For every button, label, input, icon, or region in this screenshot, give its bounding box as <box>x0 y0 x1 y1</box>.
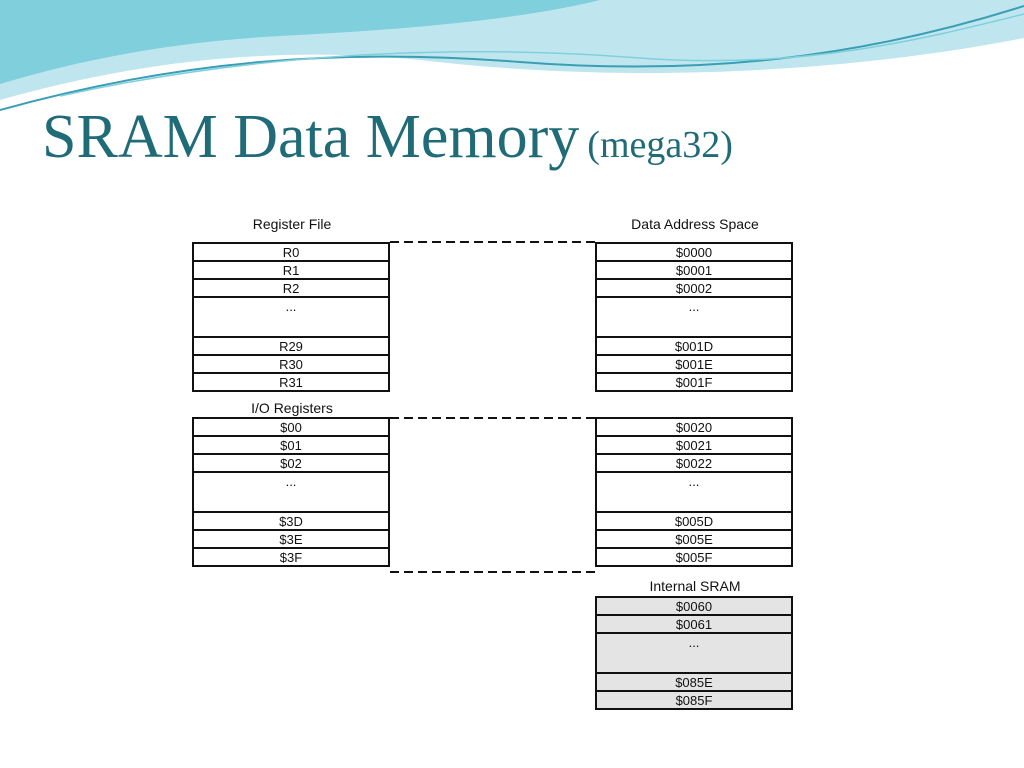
data-address-cell: $005D <box>595 511 793 531</box>
io-register-cell: ... <box>192 471 390 513</box>
title-text: SRAM Data Memory <box>42 103 580 171</box>
io-register-cell: $00 <box>192 417 390 437</box>
io-register-cell: $3D <box>192 511 390 531</box>
slide-title: SRAM Data Memory(mega32) <box>42 100 733 182</box>
data-address-cell: $001F <box>595 372 793 392</box>
data-address-cell: $0000 <box>595 242 793 262</box>
wave-mid-band <box>0 0 600 84</box>
data-address-cell: $001D <box>595 336 793 356</box>
wave-dark-line <box>0 5 1024 111</box>
register-file-cell: R1 <box>192 260 390 280</box>
data-address-cell: $0020 <box>595 417 793 437</box>
data-address-cell: $0021 <box>595 435 793 455</box>
register-file-cell: R31 <box>192 372 390 392</box>
data-space-header: Data Address Space <box>631 216 759 232</box>
dashed-connectors <box>390 241 595 573</box>
data-address-cell: ... <box>595 296 793 338</box>
internal-sram-cell: ... <box>595 632 793 674</box>
data-address-cell: $005E <box>595 529 793 549</box>
register-file-cell: R30 <box>192 354 390 374</box>
data-address-cell: $0022 <box>595 453 793 473</box>
register-file-cell: R2 <box>192 278 390 298</box>
register-file-cell: R0 <box>192 242 390 262</box>
io-register-cell: $01 <box>192 435 390 455</box>
io-registers-header: I/O Registers <box>251 400 333 416</box>
io-register-cell: $02 <box>192 453 390 473</box>
internal-sram-cell: $085E <box>595 672 793 692</box>
io-register-cell: $3E <box>192 529 390 549</box>
data-address-cell: $0002 <box>595 278 793 298</box>
internal-sram-cell: $085F <box>595 690 793 710</box>
register-file-header: Register File <box>252 216 332 232</box>
internal-sram-cell: $0061 <box>595 614 793 634</box>
header-wave-decoration <box>0 0 1024 111</box>
memory-map-figure: Register File I/O Registers Data Address… <box>175 200 810 740</box>
wave-dark-line-2 <box>59 13 1024 97</box>
data-address-cell: $001E <box>595 354 793 374</box>
data-address-cell: ... <box>595 471 793 513</box>
register-file-cell: ... <box>192 296 390 338</box>
register-file-cell: R29 <box>192 336 390 356</box>
internal-sram-header: Internal SRAM <box>649 578 741 594</box>
internal-sram-cell: $0060 <box>595 596 793 616</box>
title-subtitle: (mega32) <box>587 124 733 166</box>
io-register-cell: $3F <box>192 547 390 567</box>
data-address-cell: $005F <box>595 547 793 567</box>
data-address-cell: $0001 <box>595 260 793 280</box>
